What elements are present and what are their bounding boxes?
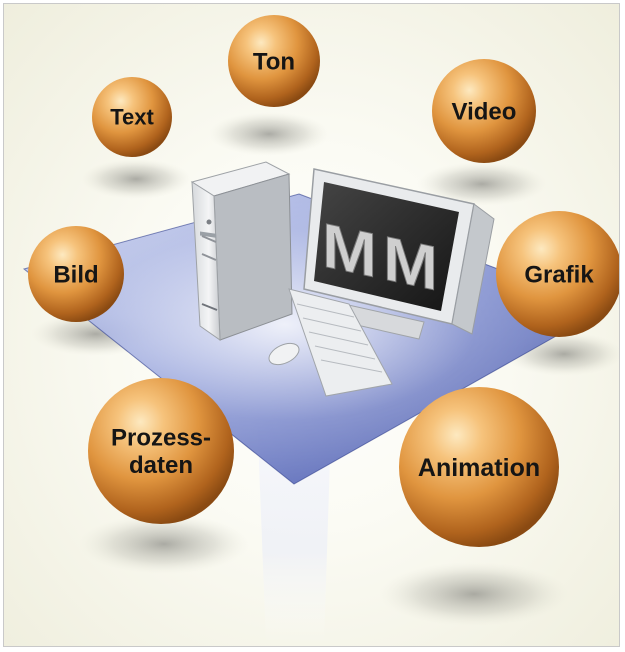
sphere-grafik: Grafik bbox=[496, 211, 619, 337]
sphere-ton-ball bbox=[228, 15, 320, 107]
sphere-video-label: Video bbox=[452, 98, 517, 125]
sphere-animation-label: Animation bbox=[418, 454, 540, 482]
sphere-text-ball bbox=[92, 77, 172, 157]
computer-tower bbox=[190, 161, 293, 341]
sphere-ton: Ton bbox=[228, 15, 320, 107]
sphere-shadows bbox=[31, 112, 619, 626]
sphere-prozessdaten-label: daten bbox=[129, 452, 193, 479]
sphere-text-label: Text bbox=[110, 105, 154, 130]
sphere-video-ball bbox=[432, 59, 536, 163]
sphere-video: Video bbox=[432, 59, 536, 163]
sphere-prozessdaten-label: Prozess- bbox=[111, 425, 211, 452]
monitor: MM bbox=[303, 168, 495, 340]
sphere-bild-label: Bild bbox=[53, 261, 98, 288]
sphere-grafik-ball bbox=[496, 211, 619, 337]
sphere-prozessdaten-ball bbox=[88, 378, 234, 524]
sphere-prozessdaten: Prozess-daten bbox=[88, 378, 234, 524]
sphere-grafik-label: Grafik bbox=[524, 261, 594, 288]
sphere-bild-ball bbox=[28, 226, 124, 322]
keyboard bbox=[288, 288, 393, 397]
sphere-ton-label: Ton bbox=[253, 48, 295, 75]
mouse bbox=[268, 342, 300, 366]
sphere-animation-ball bbox=[399, 387, 559, 547]
sphere-text: Text bbox=[92, 77, 172, 157]
sphere-animation: Animation bbox=[399, 387, 559, 547]
sphere-bild: Bild bbox=[28, 226, 124, 322]
